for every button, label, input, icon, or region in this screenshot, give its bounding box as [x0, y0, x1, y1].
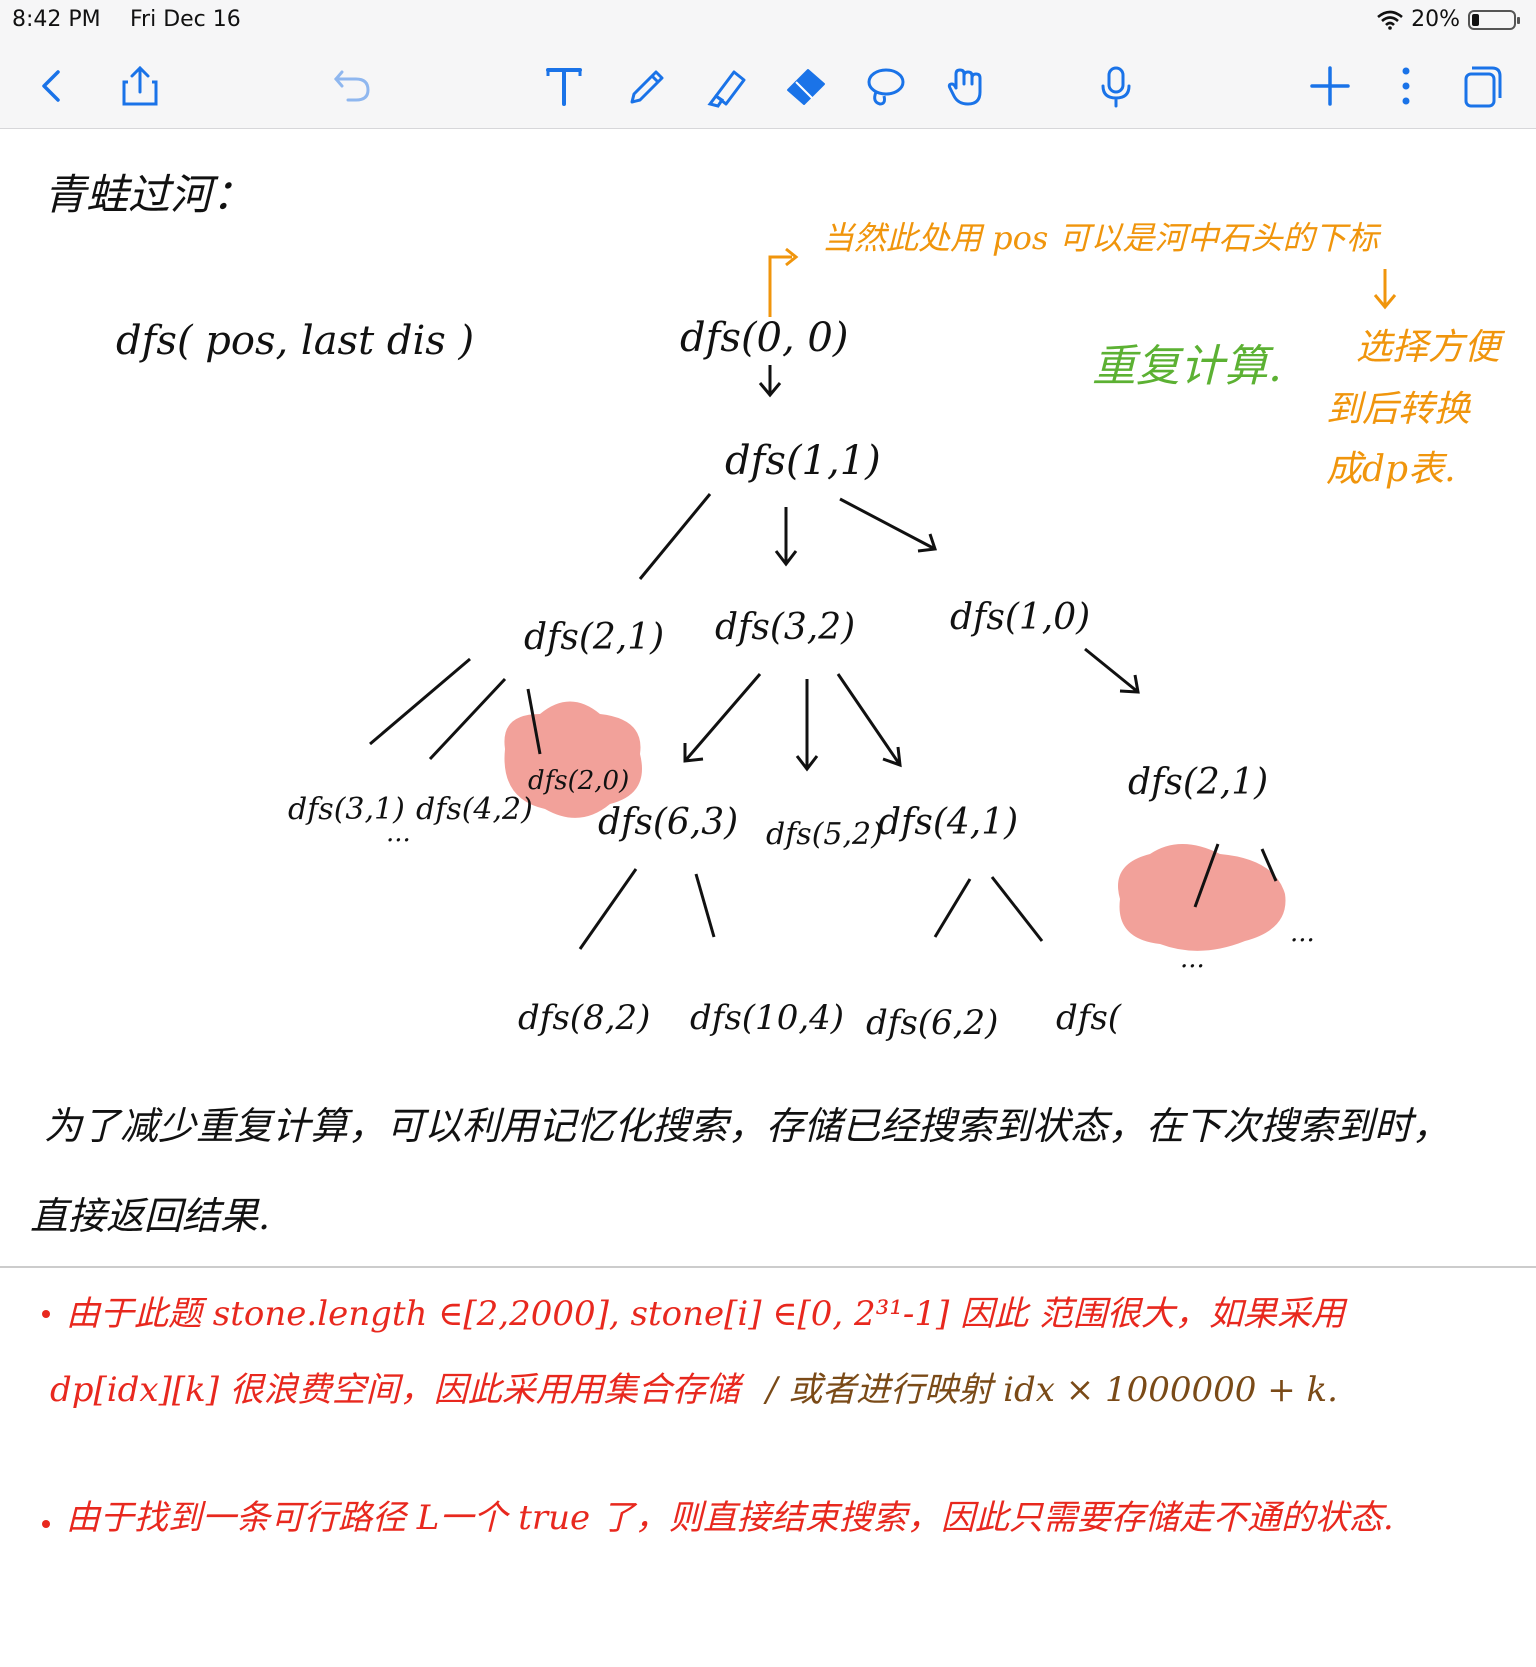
battery-icon	[1468, 9, 1520, 30]
hand-tool-button[interactable]	[936, 56, 996, 116]
edge-21r-a	[1193, 843, 1220, 908]
text-tool-icon	[546, 68, 582, 106]
pen-tool-button[interactable]	[618, 56, 678, 116]
undo-icon	[334, 70, 370, 102]
tree-ellipsis-right-b: ...	[1290, 918, 1315, 948]
microphone-button[interactable]	[1086, 56, 1146, 116]
tree-level1: dfs(1,1)	[725, 438, 881, 484]
bullet-dot-1	[42, 1310, 50, 1318]
tree-node-4-2: dfs(4,2)	[416, 792, 533, 827]
side-note-line1: 选择方便	[1356, 327, 1506, 368]
edge-21-a	[369, 657, 471, 746]
highlighter-tool-button[interactable]	[698, 56, 758, 116]
arrow-root-to-l1	[758, 365, 782, 398]
dfs-signature: dfs( pos, last dis )	[116, 318, 474, 364]
highlight-blob-left	[504, 701, 642, 818]
tree-node-6-3: dfs(6,3)	[598, 802, 738, 843]
bullet1-line1: 由于此题 stone.length ∈[2,2000], stone[i] ∈[…	[66, 1294, 1348, 1334]
chevron-left-icon	[42, 70, 60, 102]
edge-21-c	[526, 688, 542, 755]
annotation-pos-note: 当然此处用 pos 可以是河中石头的下标	[822, 219, 1382, 257]
tree-node-1-0: dfs(1,0)	[950, 597, 1090, 638]
eraser-icon	[787, 69, 825, 105]
pen-icon	[630, 70, 664, 104]
status-bar: 8:42 PM Fri Dec 16 20%	[0, 0, 1536, 40]
tree-root: dfs(0, 0)	[680, 315, 848, 361]
annotation-down-arrow	[1373, 269, 1397, 310]
edge-32-a	[683, 673, 762, 763]
wifi-icon	[1377, 10, 1403, 30]
edge-l1-mid	[774, 507, 798, 567]
highlight-blob-right	[1118, 844, 1286, 951]
tree-node-6-2: dfs(6,2)	[866, 1003, 998, 1043]
edge-32-c	[836, 673, 902, 768]
lasso-icon	[867, 68, 905, 106]
add-icon	[1310, 66, 1350, 106]
hand-icon	[947, 68, 982, 106]
status-date: Fri Dec 16	[130, 7, 241, 32]
toolbar	[0, 40, 1536, 129]
edge-41-a	[933, 878, 972, 938]
share-button[interactable]	[110, 56, 170, 116]
eraser-tool-button[interactable]	[776, 56, 836, 116]
edge-l1-left	[638, 493, 712, 580]
bullet1-line2a: dp[idx][k] 很浪费空间，因此采用用集合存储	[50, 1370, 745, 1410]
highlighter-icon	[707, 70, 746, 108]
side-note-line3: 成dp表.	[1326, 449, 1456, 490]
tree-node-8-2: dfs(8,2)	[518, 998, 650, 1038]
status-right: 20%	[1377, 7, 1520, 32]
edge-63-a	[578, 868, 638, 950]
tree-node-2-1: dfs(2,1)	[524, 617, 664, 658]
bullet-dot-2	[42, 1520, 50, 1528]
more-icon	[1402, 67, 1410, 105]
lasso-tool-button[interactable]	[856, 56, 916, 116]
tree-node-3-2: dfs(3,2)	[715, 607, 855, 648]
edge-21r-b	[1260, 848, 1278, 882]
side-note-line2: 到后转换	[1326, 389, 1472, 430]
bullet2-text: 由于找到一条可行路径 L一个 true 了，则直接结束搜索，因此只需要存储走不通…	[66, 1498, 1394, 1538]
back-button[interactable]	[22, 56, 82, 116]
tree-node-4-1: dfs(4,1)	[878, 802, 1018, 843]
edge-21-b	[428, 677, 507, 761]
pages-icon	[1464, 66, 1502, 108]
tree-node-2-1-repeat: dfs(2,1)	[1128, 762, 1268, 803]
note-title: 青蛙过河：	[44, 170, 254, 219]
memo-line2: 直接返回结果.	[30, 1194, 270, 1238]
edge-63-b	[694, 873, 716, 938]
edge-32-b	[795, 679, 819, 772]
status-time: 8:42 PM	[12, 7, 101, 32]
tree-ellipsis-right-a: ...	[1180, 944, 1205, 974]
battery-fill	[1472, 13, 1480, 26]
edge-10	[1084, 647, 1140, 694]
pages-button[interactable]	[1452, 56, 1512, 116]
tree-node-5-2: dfs(5,2)	[766, 817, 883, 852]
text-tool-button[interactable]	[534, 56, 594, 116]
repeat-calc-note: 重复计算.	[1092, 341, 1282, 392]
tree-node-3-1: dfs(3,1)	[288, 792, 405, 827]
tree-node-2-0: dfs(2,0)	[528, 766, 629, 796]
edge-l1-right	[839, 497, 938, 553]
handwritten-note: 青蛙过河： dfs( pos, last dis ) 当然此处用 pos 可以是…	[0, 170, 1536, 1538]
note-canvas[interactable]: 青蛙过河： dfs( pos, last dis ) 当然此处用 pos 可以是…	[0, 129, 1536, 1663]
memo-line1: 为了减少重复计算，可以利用记忆化搜索，存储已经搜索到状态，在下次搜索到时，	[44, 1104, 1450, 1148]
add-button[interactable]	[1300, 56, 1360, 116]
battery-percent: 20%	[1411, 7, 1460, 32]
tree-node-10-4: dfs(10,4)	[690, 998, 844, 1038]
share-icon	[122, 65, 158, 106]
more-button[interactable]	[1376, 56, 1436, 116]
undo-button[interactable]	[322, 56, 382, 116]
bullet1-line2b: / 或者进行映射 idx × 1000000 + k.	[763, 1370, 1338, 1410]
annotation-bracket	[768, 247, 799, 317]
edge-41-b	[990, 876, 1044, 942]
tree-node-partial: dfs(	[1056, 998, 1122, 1038]
tree-ellipsis-left: ...	[386, 818, 411, 848]
microphone-icon	[1101, 66, 1131, 108]
